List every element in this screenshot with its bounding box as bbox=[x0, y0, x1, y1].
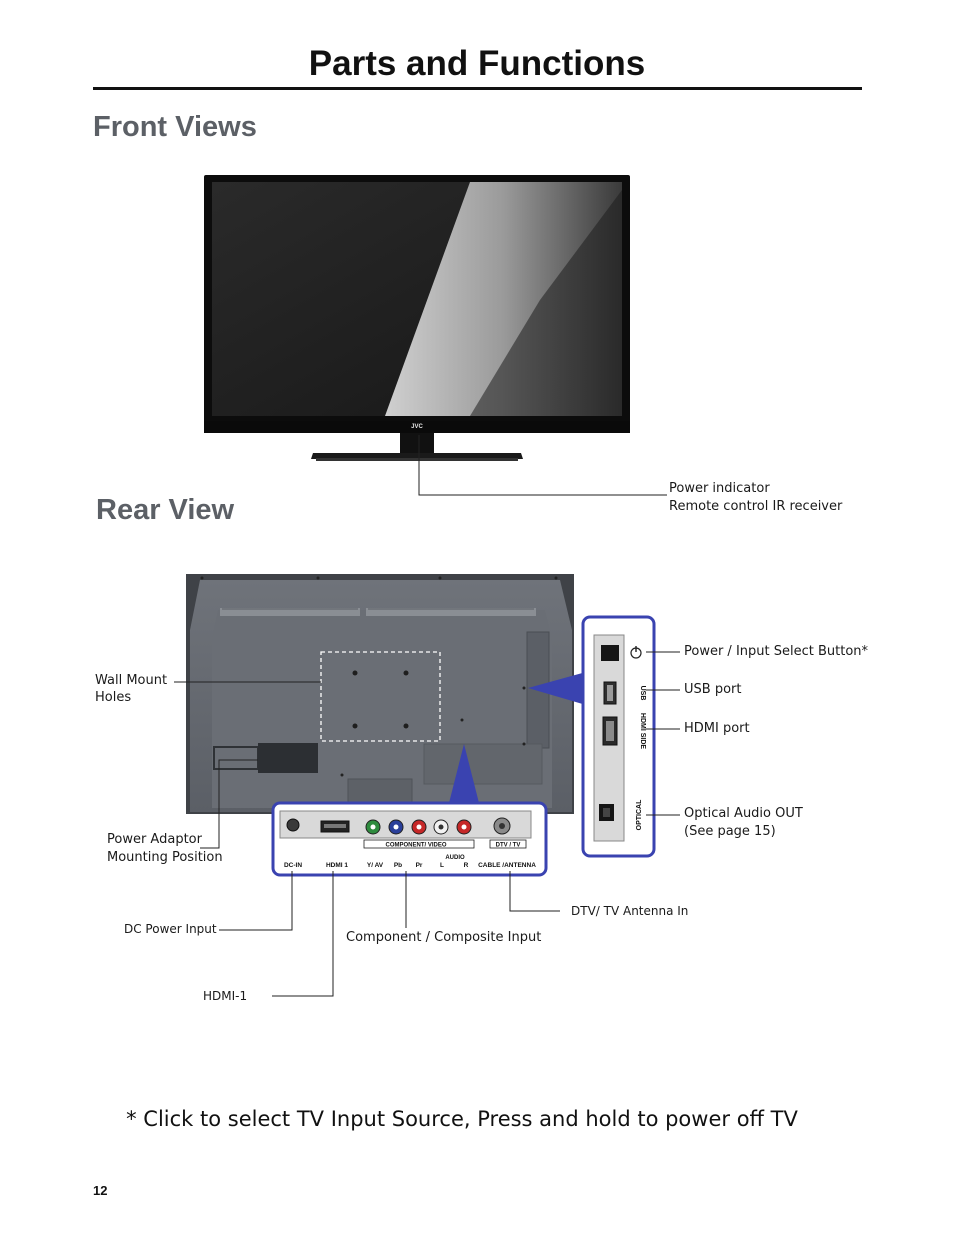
rear-vent-strip-right bbox=[366, 608, 536, 616]
label-audio-r: R bbox=[464, 862, 469, 869]
label-audio: AUDIO bbox=[445, 855, 465, 861]
dc-power-callout-line bbox=[219, 871, 293, 931]
power-adaptor-callout-line bbox=[200, 759, 258, 849]
label-cable-antenna: CABLE /ANTENNA bbox=[478, 862, 536, 869]
rear-lower-box bbox=[423, 743, 543, 785]
wall-mount-area bbox=[320, 651, 441, 742]
callout-power-adaptor-line2: Mounting Position bbox=[107, 850, 223, 865]
tv-stand-neck bbox=[400, 433, 434, 453]
label-optical: OPTICAL bbox=[636, 799, 643, 830]
footnote: * Click to select TV Input Source, Press… bbox=[126, 1107, 798, 1131]
front-callout-line bbox=[418, 435, 667, 496]
title-rule bbox=[93, 87, 862, 90]
label-hdmi1: HDMI 1 bbox=[326, 862, 348, 869]
dc-in-jack bbox=[286, 818, 300, 832]
rear-screw bbox=[438, 576, 442, 580]
front-tv-illustration: JVC bbox=[204, 175, 630, 461]
callout-component-composite: Component / Composite Input bbox=[346, 930, 542, 945]
tv-screen-dark-corner bbox=[470, 190, 622, 416]
callout-hdmi-port: HDMI port bbox=[684, 721, 750, 736]
rear-screw bbox=[554, 576, 558, 580]
antenna-callout-line bbox=[509, 871, 560, 912]
tv-bottom-strip bbox=[204, 421, 630, 433]
callout-optical-audio-line1: Optical Audio OUT bbox=[684, 806, 803, 821]
label-component-video: COMPONENT/ VIDEO bbox=[385, 843, 446, 849]
label-dc-in: DC-IN bbox=[284, 862, 302, 869]
rear-screw bbox=[200, 576, 204, 580]
label-pb: Pb bbox=[394, 862, 402, 869]
label-dtv-tv: DTV / TV bbox=[496, 843, 521, 849]
side-connector-panel: USB HDMI SIDE OPTICAL bbox=[581, 615, 656, 858]
rear-center-box bbox=[347, 778, 413, 804]
bottom-panel-pointer bbox=[449, 744, 479, 803]
bottom-connector-panel: COMPONENT/ VIDEO DTV / TV AUDIO DC-IN HD… bbox=[271, 801, 548, 877]
side-panel-pointer bbox=[528, 672, 586, 705]
rear-screw bbox=[316, 576, 320, 580]
label-audio-l: L bbox=[440, 862, 444, 869]
callout-power-indicator: Power indicator bbox=[669, 481, 770, 496]
callout-power-adaptor-line1: Power Adaptor bbox=[107, 832, 202, 847]
page-number: 12 bbox=[93, 1183, 108, 1198]
callout-usb-port: USB port bbox=[684, 682, 742, 697]
rear-vent-strip-left bbox=[220, 608, 360, 616]
power-adaptor bbox=[258, 743, 318, 773]
callout-optical-audio-line2: (See page 15) bbox=[684, 824, 776, 839]
label-usb: USB bbox=[639, 686, 646, 701]
wall-mount-hole bbox=[403, 670, 409, 676]
rear-screw bbox=[460, 718, 464, 722]
callout-wall-mount-line1: Wall Mount bbox=[95, 673, 168, 688]
tv-brand-logo: JVC bbox=[411, 424, 423, 430]
wall-mount-hole bbox=[352, 670, 358, 676]
callout-dc-power-input: DC Power Input bbox=[124, 922, 217, 936]
power-icon bbox=[630, 646, 642, 659]
front-views-heading: Front Views bbox=[93, 111, 257, 143]
hdmi1-callout-line bbox=[272, 871, 334, 997]
callout-wall-mount-line2: Holes bbox=[95, 690, 132, 705]
power-input-button bbox=[601, 645, 619, 661]
rear-screw bbox=[522, 742, 526, 746]
tv-stand-feet bbox=[316, 458, 518, 461]
label-pr: Pr bbox=[416, 862, 423, 869]
callout-hdmi-1: HDMI-1 bbox=[203, 989, 248, 1003]
rear-callout-lines bbox=[174, 651, 680, 997]
label-y-av: Y/ AV bbox=[367, 862, 384, 869]
rear-screw bbox=[340, 773, 344, 777]
wall-mount-hole bbox=[352, 723, 358, 729]
callout-dtv-antenna-in: DTV/ TV Antenna In bbox=[571, 904, 689, 918]
wall-mount-hole bbox=[403, 723, 409, 729]
rear-screw bbox=[522, 686, 526, 690]
rear-view-heading: Rear View bbox=[96, 494, 235, 526]
rear-tv-illustration bbox=[186, 574, 574, 814]
label-hdmi-side: HDMI SIDE bbox=[639, 713, 646, 750]
page-title: Parts and Functions bbox=[308, 44, 646, 83]
callout-power-input-select: Power / Input Select Button* bbox=[684, 644, 869, 659]
tv-stand-base bbox=[311, 453, 523, 459]
callout-ir-receiver: Remote control IR receiver bbox=[669, 499, 843, 514]
